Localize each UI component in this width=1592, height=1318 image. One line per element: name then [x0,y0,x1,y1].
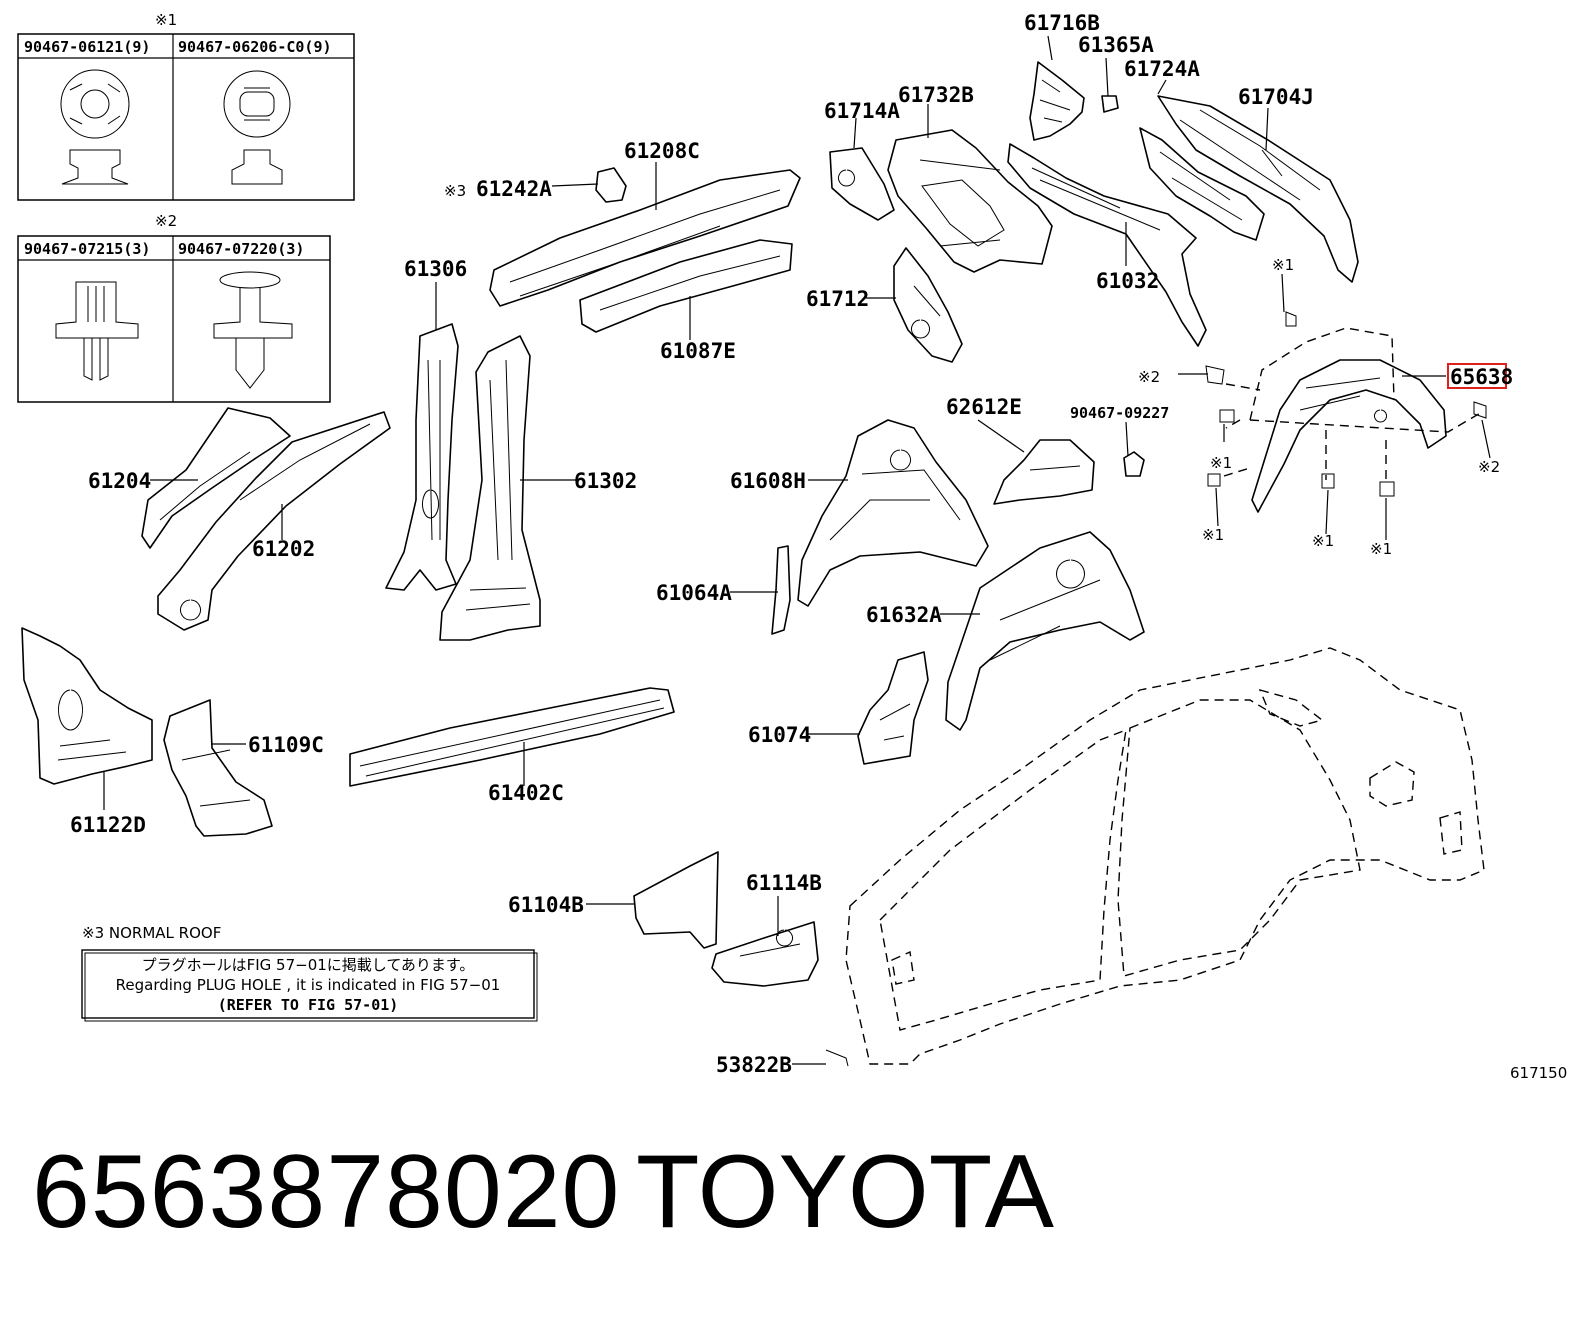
callout-61064A: 61064A [656,581,732,605]
callout-61306: 61306 [404,257,467,281]
callout-61365A: 61365A [1078,33,1154,57]
upper-rear-parts [829,61,1359,363]
callout-61608H: 61608H [730,469,806,493]
note-line-jp: プラグホールはFIG 57−01に掲載してあります。 [142,956,475,974]
fastener-marks: ※1 ※2 ※1 ※1 ※1 ※1 ※2 [1138,256,1500,558]
mark-2-b: ※2 [1478,458,1500,476]
callout-65638: 65638 [1450,365,1513,389]
rivet-clip-alt-icon [213,271,293,389]
lower-left-parts [21,627,819,987]
callout-61732B: 61732B [898,83,974,107]
clip-table-1-mark: ※1 [155,11,177,29]
callout-61716B: 61716B [1024,11,1100,35]
mark-1-a: ※1 [1272,256,1294,274]
clip-table-1: ※1 90467-06121(9) 90467-06206-C0(9) [17,11,355,201]
clip-table-2-mark: ※2 [155,212,177,230]
mark-1-b: ※1 [1210,454,1232,472]
callout-61074: 61074 [748,723,811,747]
roof-rail-parts [489,167,801,333]
callout-61712: 61712 [806,287,869,311]
callout-61724A: 61724A [1124,57,1200,81]
callout-90467-09227: 90467-09227 [1070,404,1169,422]
clip-table-2-header-a: 90467-07215(3) [24,240,150,258]
leader-lines [103,35,1491,1065]
brand-name: TOYOTA [636,1134,1054,1250]
wheelhouse-parts [771,419,1145,765]
callout-61104B: 61104B [508,893,584,917]
callout-61204: 61204 [88,469,151,493]
callout-61109C: 61109C [248,733,324,757]
callout-53822B: 53822B [716,1053,792,1077]
mark-3-61242A: ※3 [444,182,466,200]
callout-61122D: 61122D [70,813,146,837]
callout-61202: 61202 [252,537,315,561]
callout-61208C: 61208C [624,139,700,163]
highlight-box [1447,363,1507,389]
callout-61632A: 61632A [866,603,942,627]
figure-number: 617150 [1510,1064,1567,1082]
pillar-parts [141,323,541,641]
callout-61032: 61032 [1096,269,1159,293]
callout-61302: 61302 [574,469,637,493]
callout-61114B: 61114B [746,871,822,895]
callout-61087E: 61087E [660,339,736,363]
nut-clip-icon [60,69,130,185]
note-title: ※3 NORMAL ROOF [82,924,221,942]
clip-table-1-header-b: 90467-06206-C0(9) [178,38,332,56]
push-clip-icon [223,70,291,185]
callout-61402C: 61402C [488,781,564,805]
callout-61714A: 61714A [824,99,900,123]
mark-1-c: ※1 [1202,526,1224,544]
clip-table-1-header-a: 90467-06121(9) [24,38,150,56]
rivet-clip-icon [55,281,139,381]
callout-61242A: 61242A [476,177,552,201]
part-number: 6563878020 [32,1134,621,1250]
note-line-ref: (REFER TO FIG 57-01) [218,996,399,1014]
fender-liner [1205,311,1487,513]
callout-labels: 61716B 61365A 61724A 61704J 61714A 61732… [70,11,1513,1077]
clip-table-2: ※2 90467-07215(3) 90467-07220(3) [17,212,331,403]
body-side-outline [825,647,1485,1067]
note-line-en: Regarding PLUG HOLE , it is indicated in… [116,976,501,994]
note-block: ※3 NORMAL ROOF プラグホールはFIG 57−01に掲載してあります… [81,924,538,1022]
callout-62612E: 62612E [946,395,1022,419]
callout-61704J: 61704J [1238,85,1314,109]
mark-1-d: ※1 [1312,532,1334,550]
mark-1-e: ※1 [1370,540,1392,558]
mark-2-a: ※2 [1138,368,1160,386]
clip-table-2-header-b: 90467-07220(3) [178,240,304,258]
